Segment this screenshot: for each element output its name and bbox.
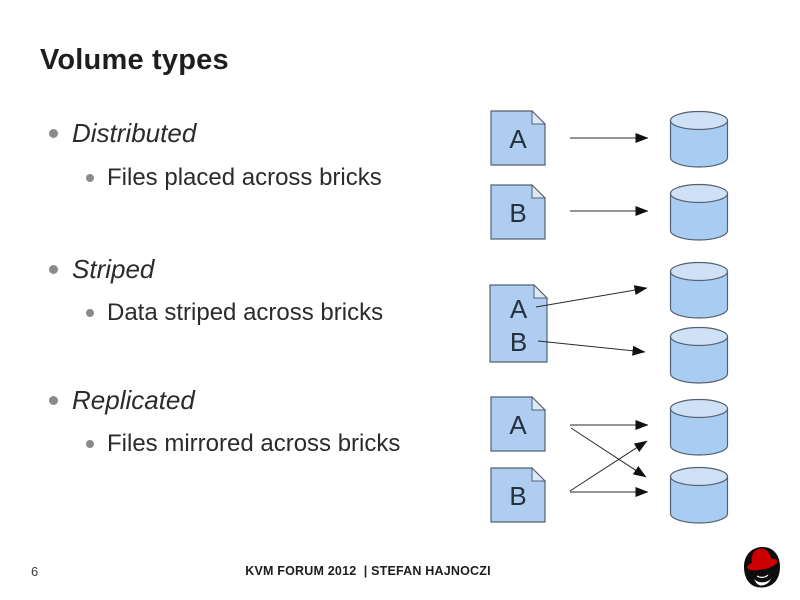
subbullet-label: Files mirrored across bricks [107, 430, 401, 457]
bullet-icon [86, 309, 94, 317]
footer-text: KVM FORUM 2012 | STEFAN HAJNOCZI [245, 564, 491, 578]
file-letter: B [509, 480, 527, 511]
bullet-icon [49, 395, 58, 405]
page-title: Volume types [40, 44, 229, 76]
file-icon-replicated-b: B [490, 467, 546, 523]
arrow-replicated-b-cross [569, 440, 648, 492]
brick-cylinder-5 [669, 398, 729, 456]
subbullet-distributed: Files placed across bricks [86, 162, 382, 194]
bullet-icon [86, 440, 94, 448]
file-icon-replicated-a: A [490, 396, 546, 452]
bullet-icon [49, 128, 58, 138]
file-letter: B [509, 326, 528, 357]
red-hat-shadowman-logo-icon [739, 543, 785, 596]
file-letter: B [509, 197, 527, 228]
bullet-label: Replicated [72, 384, 195, 415]
page-number: 6 [31, 564, 39, 579]
file-letter: A [509, 409, 527, 440]
document-page-icon [490, 396, 546, 452]
arrow-striped-b [537, 340, 646, 356]
file-icon-distributed-a: A [490, 110, 546, 166]
bullet-item-striped: Striped [49, 253, 154, 285]
brick-cylinder-3 [669, 261, 729, 319]
arrow-replicated-a-cross [570, 427, 647, 478]
file-letter: A [509, 293, 528, 324]
file-icon-striped-ab: A B [489, 284, 548, 363]
subbullet-replicated: Files mirrored across bricks [86, 428, 400, 460]
brick-cylinder-2 [669, 183, 729, 241]
brick-cylinder-4 [669, 326, 729, 384]
bullet-item-replicated: Replicated [49, 384, 195, 416]
bullet-icon [49, 264, 58, 274]
document-page-icon [490, 184, 546, 240]
bullet-label: Striped [72, 253, 155, 284]
brick-cylinder-6 [669, 466, 729, 524]
arrow-striped-a [535, 285, 648, 308]
bullet-label: Distributed [72, 117, 197, 148]
subbullet-striped: Data striped across bricks [86, 297, 383, 329]
bullet-item-distributed: Distributed [49, 117, 196, 149]
bullet-icon [86, 174, 94, 182]
document-page-icon [490, 467, 546, 523]
brick-cylinder-1 [669, 110, 729, 168]
file-icon-distributed-b: B [490, 184, 546, 240]
file-letter: A [509, 123, 527, 154]
subbullet-label: Files placed across bricks [107, 164, 382, 191]
document-page-icon [490, 110, 546, 166]
subbullet-label: Data striped across bricks [107, 299, 384, 326]
